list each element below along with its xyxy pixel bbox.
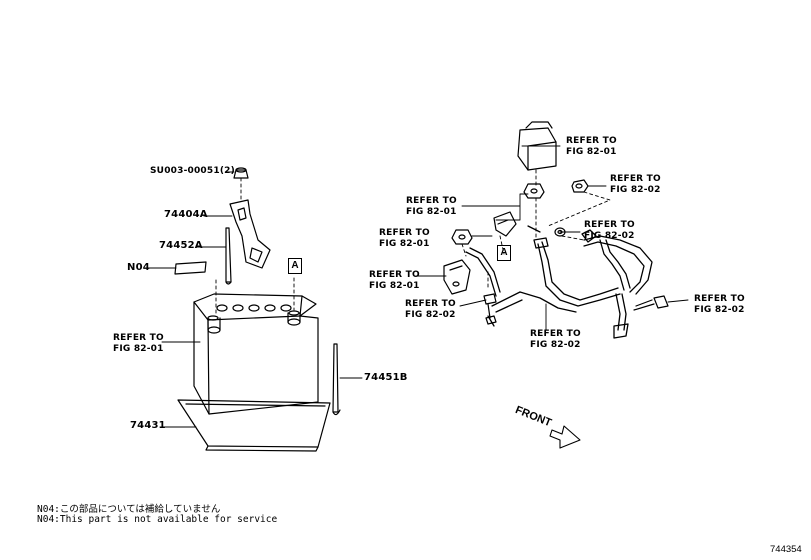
label-refer-cable-2: FIG 82-02 [530,340,581,350]
hold-down-clamp [229,167,271,269]
label-74404a: 74404A [164,209,208,220]
label-refer-nut2-1: REFER TO [379,228,430,238]
battery-tray [177,399,331,452]
label-refer-nut2-2: FIG 82-01 [379,239,430,249]
battery [193,293,319,415]
label-refer-cap-1: REFER TO [566,136,617,146]
figure-number: 744354 [770,544,802,555]
label-refer-nut-1: REFER TO [610,174,661,184]
footnote-english: N04:This part is not available for servi… [37,514,278,525]
label-refer-term-1: REFER TO [406,196,457,206]
label-refer-cable-1: REFER TO [530,329,581,339]
label-refer-clip-1: REFER TO [584,220,635,230]
nut-left [451,229,473,245]
hold-down-rod-74452a [225,227,232,285]
nut-right [571,179,589,193]
callout-box-a: A [288,258,302,274]
bolt-left [483,293,497,325]
label-refer-cap-2: FIG 82-01 [566,147,617,157]
label-su003: SU003-00051(2) [150,166,235,176]
terminal-clamp-left [443,259,471,295]
label-refer-left-2: FIG 82-01 [113,344,164,354]
dashed-lines [215,169,611,317]
label-refer-clamp-2: FIG 82-01 [369,281,420,291]
label-74431: 74431 [130,420,166,431]
label-74452a: 74452A [159,240,203,251]
label-refer-left-1: REFER TO [113,333,164,343]
hold-down-rod-74451b [332,343,341,416]
label-refer-right-2: FIG 82-02 [694,305,745,315]
terminal-clamp-upper [493,211,517,237]
terminal-nut [523,183,545,199]
bolt-right [633,295,669,311]
wire-harness [465,225,653,339]
label-refer-bolt-2: FIG 82-02 [405,310,456,320]
label-refer-right-1: REFER TO [694,294,745,304]
n04-label-plate [174,261,207,275]
footnote-japanese: N04:この部品については補給していません [37,504,221,515]
leader-lines [145,145,689,428]
label-refer-clamp-1: REFER TO [369,270,420,280]
label-74451b: 74451B [364,372,408,383]
front-arrow [549,425,581,449]
label-refer-term-2: FIG 82-01 [406,207,457,217]
callout-box-a-right: A [497,245,511,261]
label-n04: N04 [127,262,150,273]
label-refer-nut-2: FIG 82-02 [610,185,661,195]
label-refer-clip-2: FIG 82-02 [584,231,635,241]
label-refer-bolt-1: REFER TO [405,299,456,309]
